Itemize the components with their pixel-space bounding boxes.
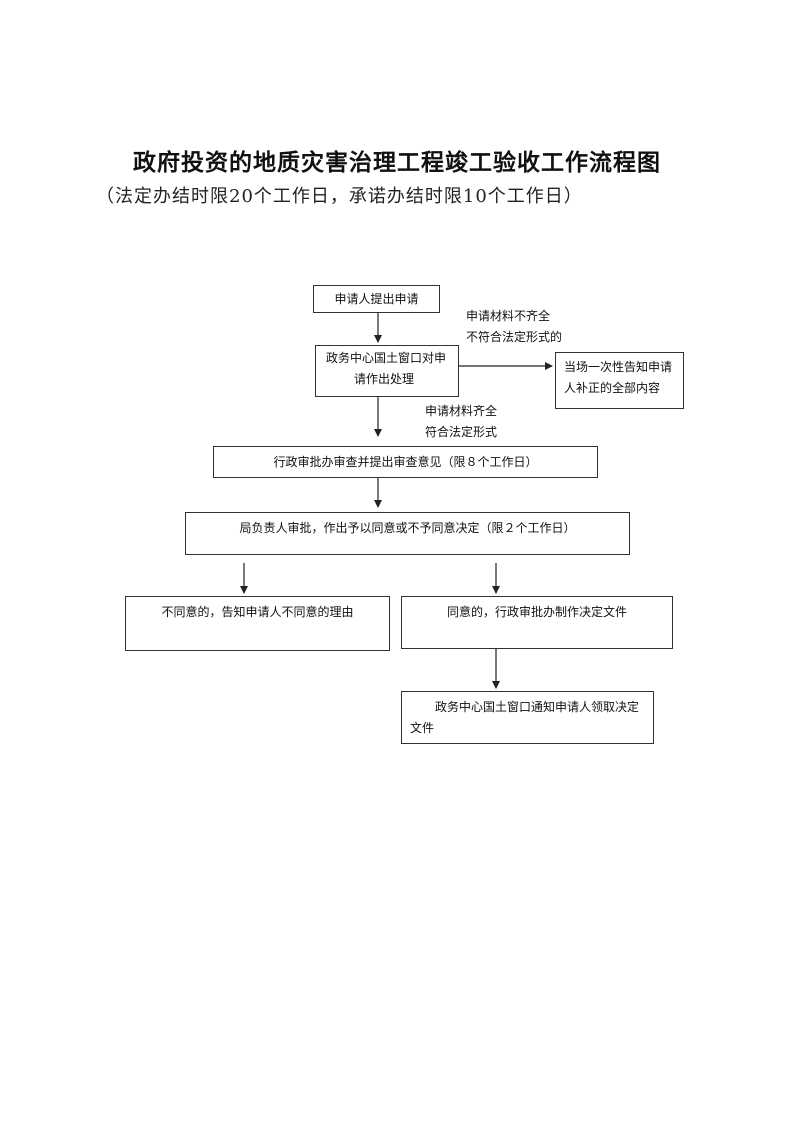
step-review-label: 行政审批办审查并提出审查意见（限８个工作日） — [273, 455, 538, 469]
step-deliver-box: 政务中心国土窗口通知申请人领取决定 文件 — [401, 691, 654, 744]
step-notify-label-line1: 当场一次性告知申请 — [564, 360, 673, 374]
step-window-box: 政务中心国土窗口对申 请作出处理 — [315, 345, 459, 397]
note-complete-line1: 申请材料齐全 — [425, 404, 498, 418]
page-subtitle: （法定办结时限20个工作日，承诺办结时限10个工作日） — [96, 186, 583, 207]
step-notify-box: 当场一次性告知申请 人补正的全部内容 — [555, 352, 684, 409]
note-complete: 申请材料齐全 符合法定形式 — [425, 401, 497, 443]
step-review-box: 行政审批办审查并提出审查意见（限８个工作日） — [213, 446, 598, 478]
note-incomplete: 申请材料不齐全 不符合法定形式的 — [466, 306, 562, 348]
step-disagree-box: 不同意的，告知申请人不同意的理由 — [125, 596, 390, 651]
step-agree-label: 同意的，行政审批办制作决定文件 — [446, 605, 627, 619]
step-deliver-label-line2: 文件 — [410, 721, 435, 735]
step-window-label-line1: 政务中心国土窗口对申 — [326, 351, 447, 365]
page-title: 政府投资的地质灾害治理工程竣工验收工作流程图 — [133, 149, 661, 176]
note-incomplete-line2: 不符合法定形式的 — [466, 330, 563, 344]
step-notify-label-line2: 人补正的全部内容 — [564, 381, 661, 395]
note-incomplete-line1: 申请材料不齐全 — [466, 309, 551, 323]
step-agree-box: 同意的，行政审批办制作决定文件 — [401, 596, 673, 649]
step-approve-box: 局负责人审批，作出予以同意或不予同意决定（限２个工作日） — [185, 512, 630, 555]
step-deliver-label-line1: 政务中心国土窗口通知申请人领取决定 — [435, 700, 640, 714]
note-complete-line2: 符合法定形式 — [425, 425, 498, 439]
step-apply-label: 申请人提出申请 — [334, 292, 419, 306]
step-apply-box: 申请人提出申请 — [313, 285, 440, 313]
step-approve-label: 局负责人审批，作出予以同意或不予同意决定（限２个工作日） — [239, 521, 576, 535]
step-window-label-line2: 请作出处理 — [354, 372, 415, 386]
step-disagree-label: 不同意的，告知申请人不同意的理由 — [161, 605, 354, 619]
